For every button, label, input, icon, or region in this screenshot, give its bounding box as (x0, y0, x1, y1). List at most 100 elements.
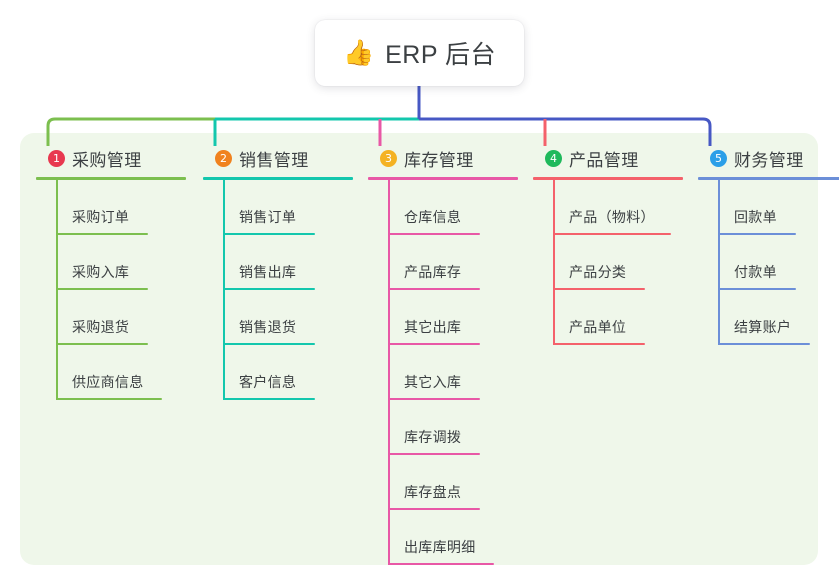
branch-spine-5 (718, 180, 720, 345)
branch-items-5: 回款单付款单结算账户 (718, 180, 839, 345)
branch-column-5: 5 财务管理回款单付款单结算账户 (698, 146, 839, 345)
leaf-item[interactable]: 产品分类 (553, 235, 683, 290)
leaf-item-underline (553, 343, 645, 345)
leaf-item-label: 供应商信息 (72, 374, 144, 390)
branch-items-1: 采购订单采购入库采购退货供应商信息 (56, 180, 186, 400)
leaf-item-underline (718, 233, 796, 235)
leaf-item-label: 仓库信息 (404, 209, 462, 225)
branch-column-2: 2 销售管理销售订单销售出库销售退货客户信息 (203, 146, 353, 400)
leaf-item[interactable]: 库存调拨 (388, 400, 518, 455)
leaf-item-underline (388, 343, 480, 345)
leaf-item[interactable]: 销售退货 (223, 290, 353, 345)
leaf-item[interactable]: 产品单位 (553, 290, 683, 345)
leaf-item-underline (223, 398, 315, 400)
leaf-item-underline (223, 288, 315, 290)
leaf-item[interactable]: 供应商信息 (56, 345, 186, 400)
leaf-item[interactable]: 出库库明细 (388, 510, 518, 565)
leaf-item-label: 销售订单 (239, 209, 297, 225)
leaf-item-label: 其它出库 (404, 319, 462, 335)
leaf-item-underline (56, 343, 148, 345)
leaf-item[interactable]: 采购入库 (56, 235, 186, 290)
leaf-item-label: 客户信息 (239, 374, 297, 390)
branch-column-4: 4 产品管理产品（物料） 产品分类产品单位 (533, 146, 683, 345)
leaf-item[interactable]: 销售出库 (223, 235, 353, 290)
leaf-item[interactable]: 结算账户 (718, 290, 839, 345)
branch-title-2: 销售管理 (239, 150, 309, 170)
leaf-item-underline (388, 288, 480, 290)
leaf-item-label: 采购订单 (72, 209, 130, 225)
branch-title-4: 产品管理 (569, 150, 639, 170)
leaf-item-underline (388, 453, 480, 455)
branch-title-1: 采购管理 (72, 150, 142, 170)
leaf-item-label: 付款单 (734, 264, 777, 280)
leaf-item-underline (388, 398, 480, 400)
branch-header-5[interactable]: 5 财务管理 (698, 146, 839, 170)
leaf-item-underline (553, 288, 645, 290)
leaf-item[interactable]: 付款单 (718, 235, 839, 290)
leaf-item-label: 其它入库 (404, 374, 462, 390)
leaf-item[interactable]: 销售订单 (223, 180, 353, 235)
branch-badge-4: 4 (545, 149, 562, 167)
leaf-item-label: 库存调拨 (404, 429, 462, 445)
branch-header-3[interactable]: 3 库存管理 (368, 146, 518, 170)
leaf-item[interactable]: 回款单 (718, 180, 839, 235)
leaf-item[interactable]: 产品库存 (388, 235, 518, 290)
leaf-item[interactable]: 仓库信息 (388, 180, 518, 235)
branch-underline-4 (533, 177, 683, 180)
leaf-item[interactable]: 采购订单 (56, 180, 186, 235)
leaf-item-label: 销售退货 (239, 319, 297, 335)
leaf-item-underline (553, 233, 671, 235)
leaf-item[interactable]: 产品（物料） (553, 180, 683, 235)
branch-badge-5: 5 (710, 149, 727, 167)
leaf-item-underline (56, 288, 148, 290)
leaf-item-label: 库存盘点 (404, 484, 462, 500)
branch-underline-5 (698, 177, 839, 180)
thumbs-up-icon: 👍 (342, 38, 375, 67)
branch-spine-1 (56, 180, 58, 400)
root-label: ERP 后台 (385, 41, 497, 69)
root-node[interactable]: 👍 ERP 后台 (315, 20, 524, 86)
branches-panel (20, 133, 818, 565)
leaf-item-label: 采购入库 (72, 264, 130, 280)
leaf-item-label: 产品分类 (569, 264, 627, 280)
branch-underline-1 (36, 177, 186, 180)
branch-title-3: 库存管理 (404, 150, 474, 170)
leaf-item-label: 产品库存 (404, 264, 462, 280)
branch-items-2: 销售订单销售出库销售退货客户信息 (223, 180, 353, 400)
leaf-item-label: 结算账户 (734, 319, 792, 335)
leaf-item-label: 回款单 (734, 209, 777, 225)
branch-title-5: 财务管理 (734, 150, 804, 170)
leaf-item-underline (388, 508, 480, 510)
leaf-item-label: 出库库明细 (404, 539, 476, 555)
leaf-item[interactable]: 其它入库 (388, 345, 518, 400)
branch-underline-3 (368, 177, 518, 180)
leaf-item[interactable]: 库存盘点 (388, 455, 518, 510)
branch-badge-1: 1 (48, 149, 65, 167)
branch-badge-2: 2 (215, 149, 232, 167)
leaf-item-underline (718, 343, 810, 345)
leaf-item-underline (223, 343, 315, 345)
leaf-item-underline (718, 288, 796, 290)
branch-items-3: 仓库信息产品库存其它出库其它入库库存调拨库存盘点出库库明细 (388, 180, 518, 565)
branch-items-4: 产品（物料） 产品分类产品单位 (553, 180, 683, 345)
branch-badge-3: 3 (380, 149, 397, 167)
branch-underline-2 (203, 177, 353, 180)
leaf-item-label: 产品单位 (569, 319, 627, 335)
leaf-item[interactable]: 采购退货 (56, 290, 186, 345)
branch-header-4[interactable]: 4 产品管理 (533, 146, 683, 170)
leaf-item-underline (388, 563, 494, 565)
leaf-item-label: 采购退货 (72, 319, 130, 335)
branch-header-2[interactable]: 2 销售管理 (203, 146, 353, 170)
leaf-item[interactable]: 客户信息 (223, 345, 353, 400)
branch-header-1[interactable]: 1 采购管理 (36, 146, 186, 170)
leaf-item[interactable]: 其它出库 (388, 290, 518, 345)
leaf-item-underline (223, 233, 315, 235)
branch-column-1: 1 采购管理采购订单采购入库采购退货供应商信息 (36, 146, 186, 400)
branch-spine-3 (388, 180, 390, 565)
leaf-item-label: 销售出库 (239, 264, 297, 280)
leaf-item-underline (56, 233, 148, 235)
leaf-item-underline (388, 233, 480, 235)
branch-column-3: 3 库存管理仓库信息产品库存其它出库其它入库库存调拨库存盘点出库库明细 (368, 146, 518, 565)
leaf-item-underline (56, 398, 162, 400)
